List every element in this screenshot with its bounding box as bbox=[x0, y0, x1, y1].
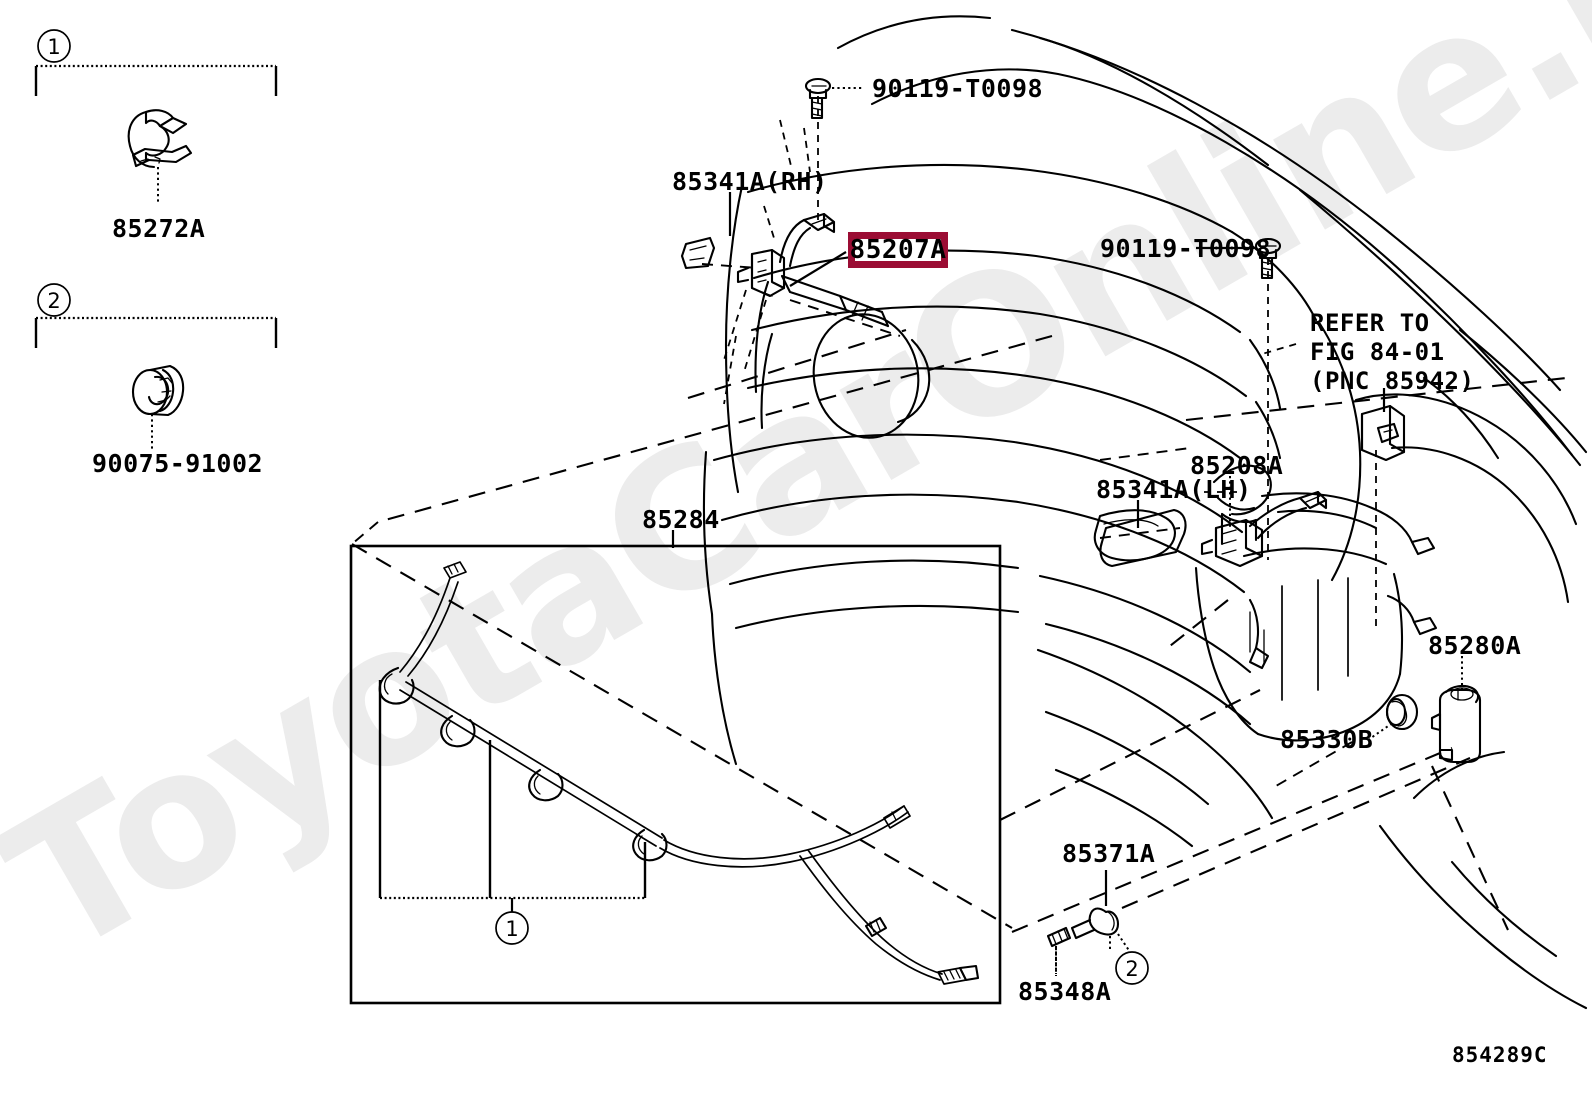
headlamp-washer-pump-shape bbox=[1430, 684, 1482, 764]
legend-bracket-1 bbox=[34, 29, 278, 96]
lower-bumper-valance bbox=[702, 433, 1274, 848]
label-washer-cover-rh: 85341A(RH) bbox=[672, 167, 828, 196]
hose-joint-85371a-shape bbox=[1070, 907, 1149, 985]
label-hose-joint: 85371A bbox=[1062, 839, 1155, 868]
legend-callout-1: 1 bbox=[47, 35, 60, 59]
label-refer-line-1: REFER TO bbox=[1310, 309, 1430, 337]
label-washer-cover-lh: 85341A(LH) bbox=[1096, 475, 1252, 504]
hose-detail-callout-bracket bbox=[378, 680, 647, 945]
label-bolt-upper: 90119-T0098 bbox=[872, 74, 1043, 103]
legend-bracket-2 bbox=[34, 283, 278, 348]
part-icon-90075-91002 bbox=[131, 364, 185, 450]
legend-callout-2: 2 bbox=[47, 289, 60, 313]
label-hose-clip: 85348A bbox=[1018, 977, 1111, 1006]
headlamp-washer-actuator-85207a bbox=[736, 212, 890, 328]
washer-reservoir-tank bbox=[1194, 464, 1438, 742]
bolt-upper-shape bbox=[804, 77, 832, 120]
label-refer-line-2: FIG 84-01 bbox=[1310, 338, 1445, 366]
legend-part-number-90075-91002: 90075-91002 bbox=[92, 449, 263, 478]
hose-clip-85348a-shape bbox=[1046, 926, 1072, 974]
washer-nozzle-lh-shape bbox=[1200, 490, 1328, 568]
hose-detail-box bbox=[349, 544, 1002, 1005]
label-hose-assembly: 85284 bbox=[642, 505, 720, 534]
label-pump-grommet: 85330B bbox=[1280, 725, 1373, 754]
label-washer-nozzle-lh: 85208A bbox=[1190, 451, 1283, 480]
legend-part-number-85272a: 85272A bbox=[112, 214, 205, 243]
washer-cover-lh-shape bbox=[1099, 508, 1187, 568]
projection-guide-lines bbox=[351, 96, 1567, 933]
wheel-arch-contours bbox=[1354, 376, 1588, 1010]
label-bolt-right: 90119-T0098 bbox=[1100, 234, 1271, 263]
hood-contour-lines bbox=[836, 15, 1588, 467]
washer-cover-rh-shape bbox=[680, 236, 716, 270]
joint-callout-number: 2 bbox=[1125, 957, 1138, 981]
highlighted-part-number: 85207A bbox=[849, 235, 947, 265]
figure-number: 854289C bbox=[1452, 1043, 1548, 1067]
bolt-right-shape bbox=[1254, 237, 1282, 280]
front-grille-body bbox=[724, 163, 1362, 582]
hose-detail-callout-number: 1 bbox=[505, 917, 518, 941]
washer-hose-assembly-shape bbox=[378, 561, 980, 985]
washer-pump-grommet-shape bbox=[1385, 693, 1419, 731]
part-icon-85272a bbox=[127, 109, 193, 202]
label-refer-line-3: (PNC 85942) bbox=[1310, 367, 1474, 395]
label-leader-lines bbox=[671, 87, 1463, 976]
highlighted-part-box[interactable]: 85207A bbox=[848, 232, 948, 268]
refer-connector-block bbox=[1360, 404, 1406, 462]
label-washer-pump: 85280A bbox=[1428, 631, 1521, 660]
